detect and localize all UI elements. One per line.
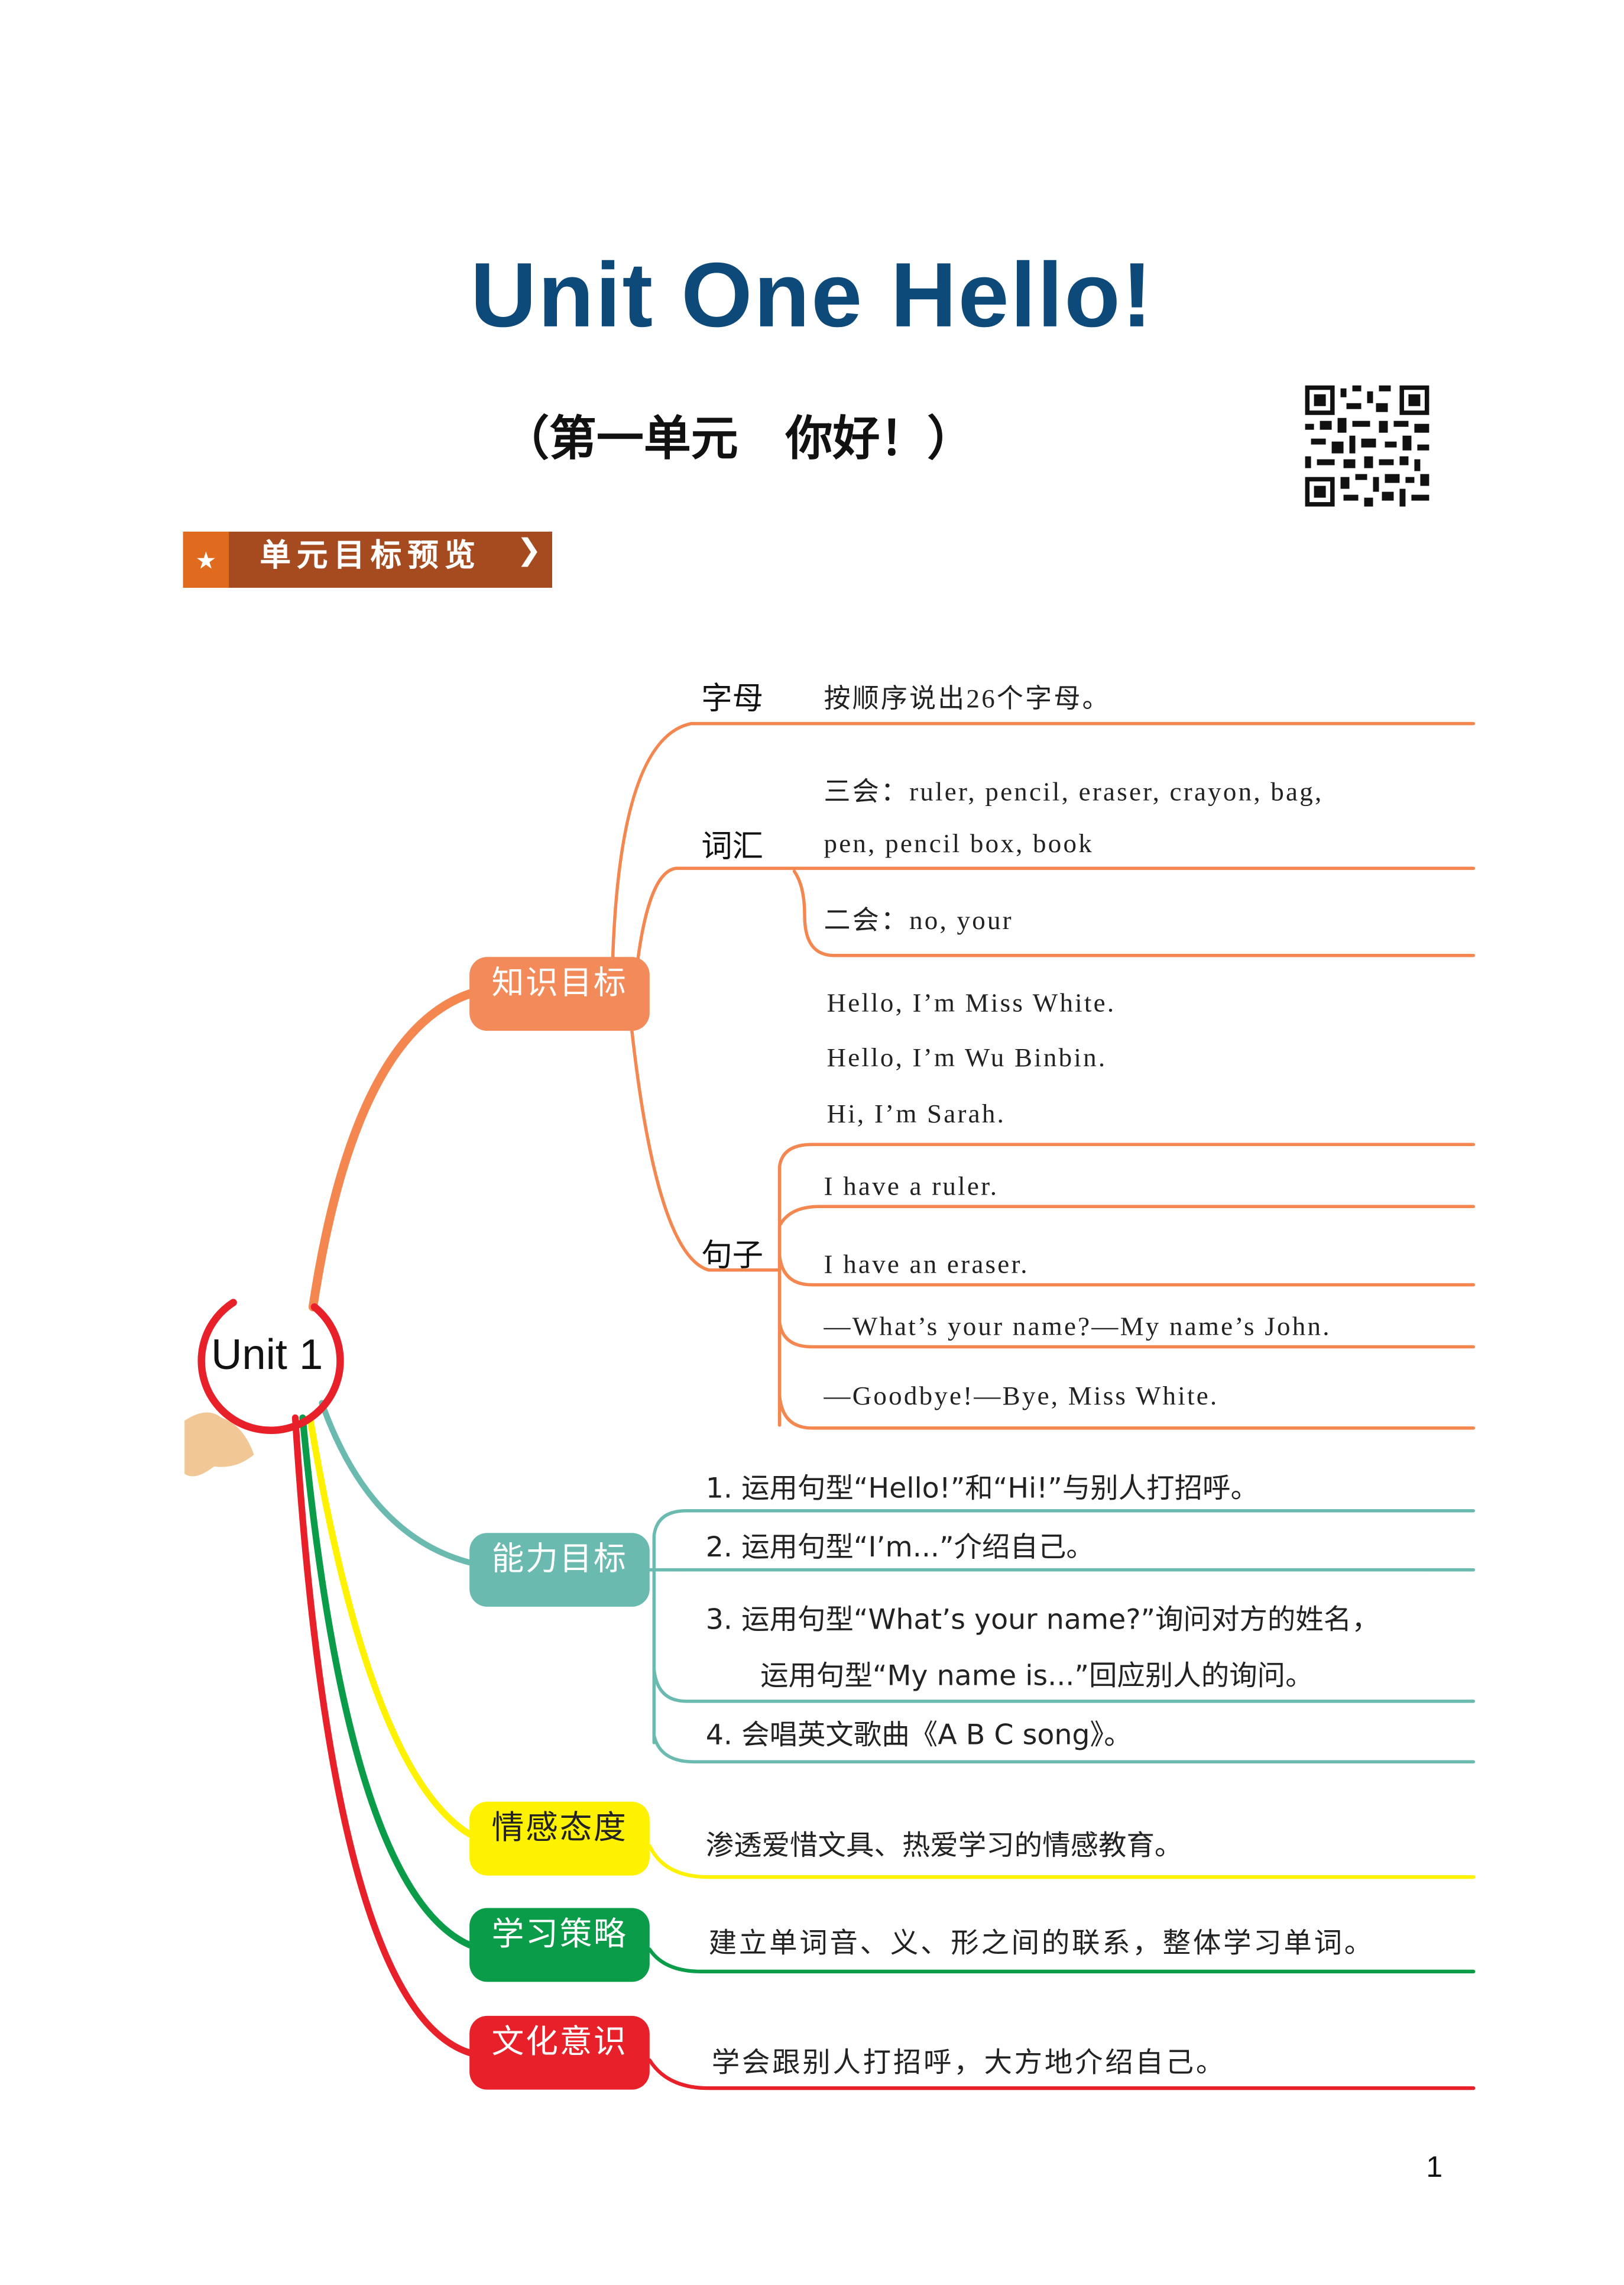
culture-text: 学会跟别人打招呼，大方地介绍自己。 (711, 2047, 1227, 2080)
sentence-item: Hello, I’m Wu Binbin. (826, 1043, 1107, 1073)
branch-culture (291, 1414, 473, 2056)
star-icon: ★ (183, 532, 229, 588)
ability-item: 4. 会唱英文歌曲《A B C song》。 (705, 1718, 1132, 1752)
page-number: 1 (1426, 2151, 1443, 2184)
section-banner: ★ 单元目标预览 ❯ (183, 532, 552, 588)
ability-item: 运用句型“My name is...”回应别人的询问。 (760, 1659, 1314, 1692)
page-subtitle: （第一单元 你好！） (502, 410, 975, 467)
ability-item: 2. 运用句型“I’m...”介绍自己。 (705, 1531, 1094, 1564)
node-ability[interactable]: 能力目标 (469, 1533, 650, 1607)
branch-strategy (299, 1414, 473, 1949)
branch-knowledge (308, 989, 474, 1312)
branch-ability (319, 1400, 473, 1566)
emotion-text: 渗透爱惜文具、热爱学习的情感教育。 (705, 1830, 1183, 1863)
node-emotion[interactable]: 情感态度 (469, 1801, 650, 1876)
vocab-three-line1: 三会：ruler, pencil, eraser, crayon, bag, (824, 776, 1324, 807)
branch-emotion (306, 1414, 473, 1838)
center-node-label: Unit 1 (211, 1332, 323, 1380)
strategy-text: 建立单词音、义、形之间的联系，整体学习单词。 (708, 1927, 1375, 1960)
unit-circle (197, 1299, 344, 1434)
vocab-three-line2: pen, pencil box, book (824, 828, 1094, 858)
node-strategy[interactable]: 学习策略 (469, 1908, 650, 1982)
hand-illustration (184, 1412, 254, 1477)
sentence-item: Hi, I’m Sarah. (826, 1098, 1006, 1128)
page-title: Unit One Hello! (470, 245, 1154, 347)
vocab-label: 词汇 (701, 828, 764, 864)
sentences-label: 句子 (701, 1237, 764, 1273)
node-knowledge[interactable]: 知识目标 (469, 957, 650, 1031)
node-culture[interactable]: 文化意识 (469, 2015, 650, 2090)
vocab-two: 二会：no, your (824, 905, 1013, 935)
sentence-item: —What’s your name?—My name’s John. (824, 1311, 1331, 1341)
letters-label: 字母 (701, 681, 764, 717)
sentence-item: —Goodbye!—Bye, Miss White. (824, 1380, 1219, 1410)
ability-item: 3. 运用句型“What’s your name?”询问对方的姓名， (705, 1604, 1380, 1637)
sentence-item: I have an eraser. (824, 1249, 1029, 1279)
ability-item: 1. 运用句型“Hello!”和“Hi!”与别人打招呼。 (705, 1472, 1259, 1505)
banner-label: 单元目标预览 (260, 538, 482, 573)
sentence-item: Hello, I’m Miss White. (826, 988, 1116, 1018)
letters-text: 按顺序说出26个字母。 (824, 684, 1111, 714)
sentence-item: I have a ruler. (824, 1171, 999, 1201)
chevron-right-icon: ❯ (517, 532, 542, 567)
